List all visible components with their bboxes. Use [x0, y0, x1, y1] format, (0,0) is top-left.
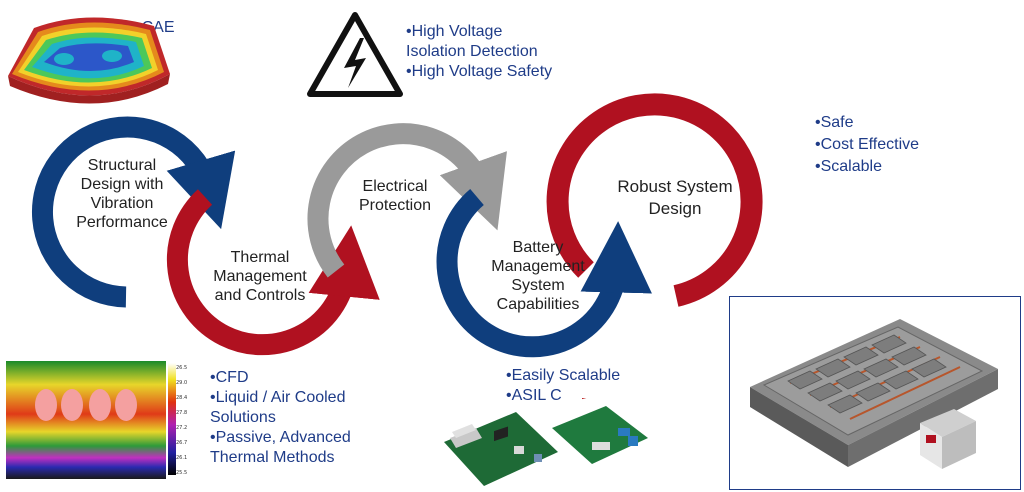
- stage-label-bms: Battery Management System Capabilities: [491, 239, 585, 313]
- arc-electrical: [307, 123, 507, 278]
- thermal-scale-tick: 28.4: [176, 395, 188, 401]
- circuit-boards-image: [444, 398, 648, 486]
- bullet-item: CFD: [210, 368, 351, 388]
- thermal-scale-tick: 26.5: [176, 365, 188, 371]
- thermal-camera-image: [6, 361, 176, 479]
- thermal-scale-tick: 26.7: [176, 440, 188, 446]
- stage-label-thermal: Thermal Management and Controls: [213, 249, 307, 304]
- bullet-item: Scalable: [815, 156, 919, 178]
- thermal-scale: 26.5 29.0 28.4 27.8 27.2 26.7 26.1 25.5: [176, 361, 192, 479]
- bullet-item: Easily Scalable: [506, 366, 621, 386]
- stage-label-electrical: Electrical Protection: [358, 178, 432, 214]
- high-voltage-warning-icon: [307, 12, 403, 97]
- thermal-scale-tick: 29.0: [176, 380, 188, 386]
- stage-label-structural: Structural Design with Vibration Perform…: [76, 157, 168, 231]
- battery-pack-render: [729, 296, 1021, 490]
- bullet-item: Liquid / Air Cooled Solutions: [210, 388, 351, 428]
- bullets-bms: Easily Scalable ASIL C: [506, 366, 621, 406]
- bullets-thermal: CFD Liquid / Air Cooled Solutions Passiv…: [210, 368, 351, 468]
- bullets-robust: Safe Cost Effective Scalable: [815, 112, 919, 178]
- thermal-scale-tick: 26.1: [176, 455, 188, 461]
- thermal-scale-tick: 27.2: [176, 425, 188, 431]
- thermal-scale-tick: 27.8: [176, 410, 188, 416]
- battery-pack-drawing: [750, 319, 998, 469]
- arc-bms: [436, 189, 652, 358]
- stage-label-robust: Robust System Design: [617, 177, 733, 218]
- fea-mesh-image: [8, 17, 170, 104]
- bullet-item: ASIL C: [506, 386, 620, 406]
- bullet-item: High Voltage Isolation Detection: [406, 22, 552, 62]
- arc-robust: [546, 93, 763, 307]
- bullets-high-voltage: High Voltage Isolation Detection High Vo…: [406, 22, 552, 82]
- bullet-item: High Voltage Safety: [406, 62, 553, 82]
- bullet-item: Cost Effective: [815, 134, 919, 156]
- arc-structural: [31, 116, 236, 308]
- bullet-item: Passive, Advanced Thermal Methods: [210, 428, 351, 468]
- bullet-item: Safe: [815, 112, 919, 134]
- arc-thermal: [166, 189, 380, 356]
- thermal-scale-tick: 25.5: [176, 470, 188, 476]
